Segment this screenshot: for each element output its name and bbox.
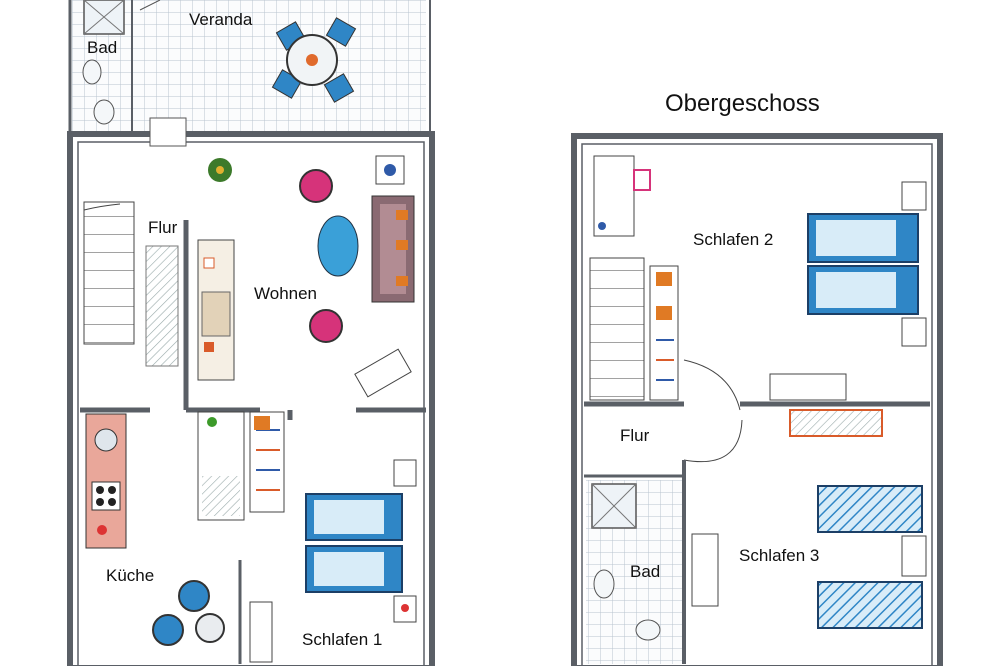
room-label-wohnen: Wohnen: [254, 284, 318, 303]
upper-desk-mid: [769, 373, 847, 401]
upper-wc: [635, 619, 661, 641]
room-label-schlafen-3: Schlafen 3: [739, 546, 820, 565]
coffee-table: [317, 215, 359, 277]
upper-beds-schlafen-3: [817, 485, 927, 629]
ground-stairs: [83, 201, 135, 345]
ground-beds: [305, 459, 417, 623]
room-label-ground-flur: Flur: [148, 218, 178, 237]
hall-rug: [145, 245, 179, 367]
ground-floor: [67, 0, 435, 666]
floor-title-obergeschoss: Obergeschoss: [665, 90, 820, 117]
room-label-upper-flur: Flur: [620, 426, 650, 445]
veranda-floor: [132, 0, 426, 132]
upper-dresser: [691, 533, 719, 607]
plant-icon: [208, 158, 232, 182]
ground-wc: [93, 99, 115, 125]
room-label-upper-bad: Bad: [630, 562, 661, 581]
room-label-schlafen-1: Schlafen 1: [302, 630, 383, 649]
ground-desk-small: [249, 601, 273, 663]
ground-outer-wall: [67, 131, 435, 666]
upper-beds-schlafen-2: [807, 181, 927, 347]
upper-bath-sink: [593, 569, 615, 599]
upper-shelf: [649, 265, 679, 401]
upper-floor: [571, 133, 943, 666]
dining-chair-1: [178, 580, 210, 612]
upper-door-swing: [683, 359, 741, 411]
dining-table: [195, 613, 225, 643]
upper-stairs: [589, 257, 645, 401]
room-label-schlafen-2: Schlafen 2: [693, 230, 774, 249]
armchair-top: [299, 169, 333, 203]
upper-outer-wall: [571, 133, 943, 666]
living-desk: [354, 348, 412, 398]
room-label-ground-bad: Bad: [87, 38, 118, 57]
armchair-bottom: [309, 309, 343, 343]
ground-bath-sink: [82, 59, 102, 85]
dining-chair-2: [152, 614, 184, 646]
room-label-kueche: Küche: [106, 566, 155, 585]
room-label-veranda: Veranda: [189, 10, 253, 29]
veranda-table-set: [271, 17, 357, 103]
